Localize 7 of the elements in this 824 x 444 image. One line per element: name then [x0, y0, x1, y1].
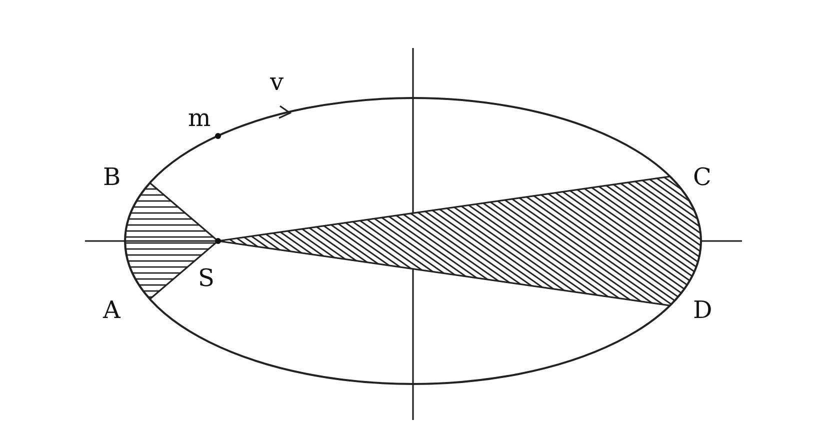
- point-label: B: [103, 165, 121, 189]
- point-label: C: [693, 165, 712, 189]
- point-label: D: [693, 298, 712, 322]
- point-label: S: [198, 266, 214, 290]
- velocity-label: v: [270, 70, 284, 94]
- mass-label: m: [188, 106, 211, 130]
- point-label: A: [103, 298, 120, 322]
